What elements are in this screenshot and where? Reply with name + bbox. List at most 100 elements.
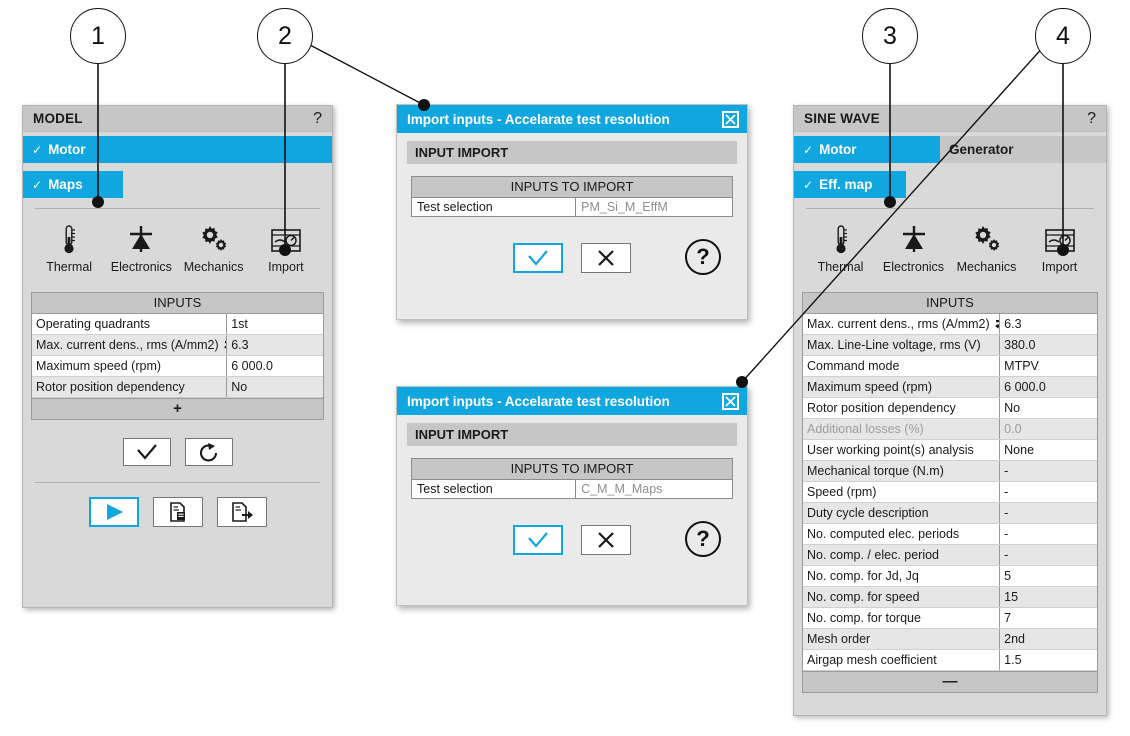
tab-eff-map[interactable]: ✓ Eff. map [794,171,906,198]
row-value[interactable]: 1.5 [999,649,1097,671]
tool-import[interactable]: Import [1025,223,1095,274]
table-header: INPUTS TO IMPORT [412,177,732,198]
row-value[interactable]: MTPV [999,355,1097,377]
help-icon[interactable]: ? [685,239,721,275]
row-value[interactable]: - [999,460,1097,482]
sine-inputs-table: INPUTS Max. current dens., rms (A/mm2)6.… [802,292,1098,693]
run-button[interactable] [88,497,139,527]
tool-import[interactable]: Import [251,223,321,274]
row-label: Mesh order [807,632,871,646]
tab-maps[interactable]: ✓ Maps [23,171,123,198]
help-icon[interactable]: ? [1087,109,1096,127]
row-label-cell: Additional losses (%) [803,418,1000,440]
row-value[interactable]: - [999,502,1097,524]
expand-rows-button[interactable]: + [32,398,323,419]
table-row[interactable]: Max. Line-Line voltage, rms (V)380.0 [803,334,1097,356]
table-row[interactable]: Max. current dens., rms (A/mm2)6.3 [32,334,323,356]
row-value[interactable]: None [999,439,1097,461]
validate-button[interactable] [122,438,171,466]
collapse-rows-button[interactable]: — [803,671,1097,692]
row-value[interactable]: 6.3 [999,314,1097,335]
table-row[interactable]: Maximum speed (rpm)6 000.0 [803,376,1097,398]
check-icon: ✓ [803,177,814,192]
import-dialog-1: Import inputs - Accelarate test resoluti… [396,104,748,320]
thermometer-icon [833,223,849,255]
ok-button[interactable] [513,525,563,555]
tool-mechanics[interactable]: Mechanics [952,223,1022,274]
section-divider [35,208,320,209]
row-value[interactable]: 0.0 [999,418,1097,440]
ok-button[interactable] [513,243,563,273]
row-value[interactable]: - [999,481,1097,503]
table-row[interactable]: Test selection PM_Si_M_EffM [412,198,732,216]
table-row[interactable]: Duty cycle description- [803,502,1097,524]
footer-divider [35,482,320,483]
row-value[interactable]: - [999,544,1097,566]
row-value[interactable]: 1st [226,314,323,335]
row-value[interactable]: 6 000.0 [226,355,323,377]
row-value[interactable]: 380.0 [999,334,1097,356]
tool-label: Import [1041,260,1078,274]
row-value[interactable]: No [999,397,1097,419]
help-icon[interactable]: ? [313,109,322,127]
table-row[interactable]: No. comp. / elec. period- [803,544,1097,566]
tab-motor[interactable]: ✓ Motor [23,136,332,163]
cancel-button[interactable] [581,525,631,555]
table-row[interactable]: No. comp. for torque 7 [803,607,1097,629]
table-row[interactable]: Max. current dens., rms (A/mm2)6.3 [803,314,1097,335]
link-icon[interactable] [223,339,227,351]
thermometer-icon [61,223,77,255]
row-label: No. computed elec. periods [807,527,960,541]
table-row[interactable]: Maximum speed (rpm)6 000.0 [32,355,323,377]
row-value[interactable]: 6.3 [226,334,323,356]
row-value[interactable]: 7 [999,607,1097,629]
row-label: No. comp. for torque [807,611,921,625]
row-value[interactable]: 15 [999,586,1097,608]
tool-electronics[interactable]: Electronics [106,223,176,274]
row-value[interactable]: 5 [999,565,1097,587]
help-icon[interactable]: ? [685,521,721,557]
table-row[interactable]: Mesh order 2nd [803,628,1097,650]
close-icon[interactable] [722,392,739,410]
close-icon[interactable] [722,110,739,128]
duplicate-button[interactable] [152,497,203,527]
cancel-button[interactable] [581,243,631,273]
tab-generator[interactable]: Generator [940,136,1060,163]
table-row[interactable]: Speed (rpm)- [803,481,1097,503]
row-label-cell: Rotor position dependency [803,397,1000,419]
sine-wave-panel: SINE WAVE ? ✓ Motor Generator ✓ Eff. map [793,105,1107,716]
table-row[interactable]: Test selection C_M_M_Maps [412,480,732,498]
row-value[interactable]: No [226,376,323,398]
table-row[interactable]: Additional losses (%)0.0 [803,418,1097,440]
dialog-actions: ? [407,499,737,569]
tool-mechanics[interactable]: Mechanics [179,223,249,274]
tool-label: Thermal [46,260,93,274]
row-label-cell: No. comp. for torque [803,607,1000,629]
row-value[interactable]: 2nd [999,628,1097,650]
tool-electronics[interactable]: Electronics [879,223,949,274]
export-button[interactable] [216,497,267,527]
table-row[interactable]: No. computed elec. periods - [803,523,1097,545]
table-row[interactable]: Mechanical torque (N.m)- [803,460,1097,482]
tool-thermal[interactable]: Thermal [34,223,104,274]
sine-tabrow-secondary: ✓ Eff. map [794,171,1106,198]
reset-button[interactable] [184,438,233,466]
dialog-section-title: INPUT IMPORT [407,423,737,446]
tool-thermal[interactable]: Thermal [806,223,876,274]
tabrow-filler [906,171,1106,198]
tab-label: Generator [949,142,1014,157]
tab-motor[interactable]: ✓ Motor [794,136,940,163]
row-value[interactable]: - [999,523,1097,545]
link-icon[interactable] [994,318,1000,330]
row-value[interactable]: 6 000.0 [999,376,1097,398]
